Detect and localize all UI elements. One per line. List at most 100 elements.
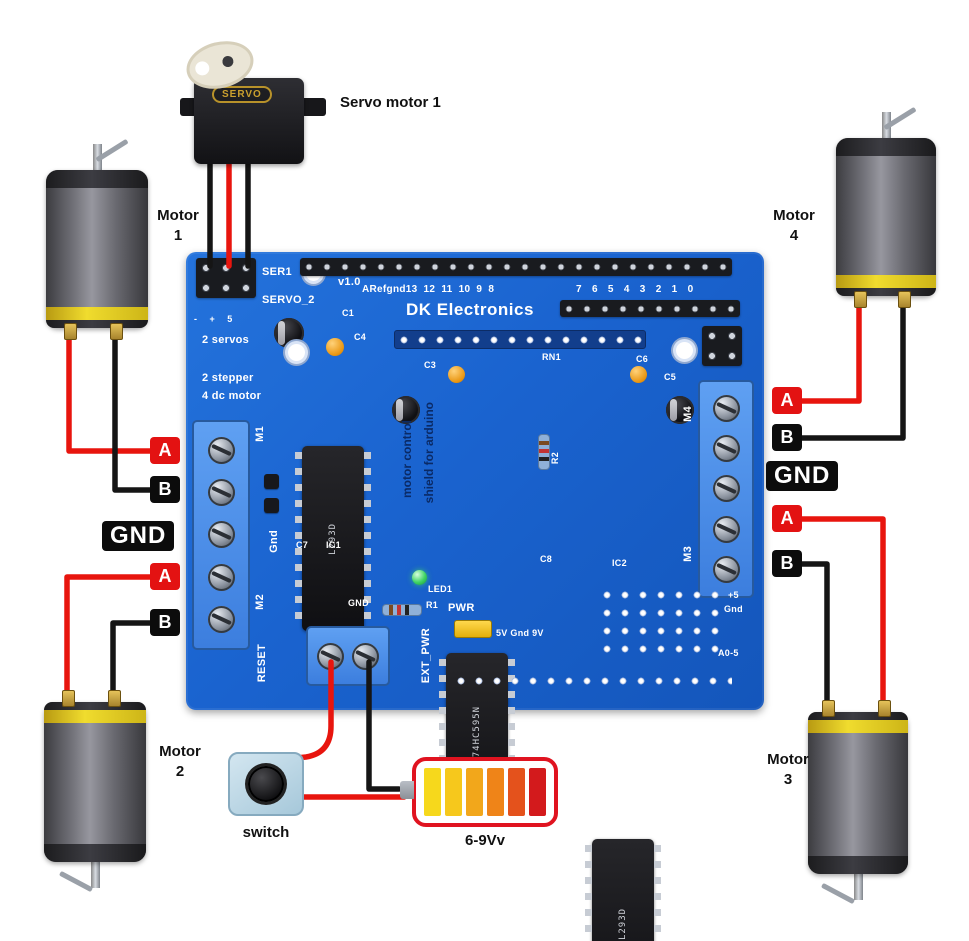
ic1-silk: IC1 [326,540,341,550]
battery-terminal-nub [400,781,414,799]
motor-3-top-cap [808,712,908,720]
motor-2-shaft [91,858,100,888]
pwr-silk: PWR [448,602,475,614]
motor-4-top-cap [836,138,936,156]
motor-2-yellow-band [44,710,146,723]
screw-m1-b [207,479,235,507]
motor-3-yellow-band [808,720,908,733]
motor-3-label: Motor 3 [758,750,818,791]
power-led [412,570,427,585]
motor-2-terminal-a [62,690,75,707]
corner-pin-header [702,326,742,366]
servo-pin-polarity: - + 5 [194,314,238,324]
motor-3-label-line1: Motor [767,751,809,768]
c3-silk: C3 [424,360,437,370]
screw-m2-b [207,605,235,633]
screw-m2-a [207,563,235,591]
analog-pins-silk: A0-5 [718,648,739,658]
c8-silk: C8 [540,554,553,564]
wire-motor1-black [112,331,169,493]
top-pin-header [300,258,732,276]
screw-gnd-left [207,521,235,549]
motor-1-body [46,170,148,328]
tag-motor3-a: A [772,505,802,532]
motor-4-body [836,138,936,296]
c4-silk: C4 [354,332,367,342]
motor-4-terminal-b [898,291,911,308]
r1-silk: R1 [426,600,439,610]
motor-3-terminal-b [878,700,891,717]
screw-m1-a [207,437,235,465]
tantalum-capacitor [448,366,465,383]
wire-motor4-black [787,297,906,441]
feature-servos: 2 servos [202,334,250,346]
secondary-pin-header [560,300,740,317]
battery [400,757,558,827]
motor-1-terminal-b [110,323,123,340]
motor-3-body [808,712,908,874]
c1-silk: C1 [342,308,355,318]
screw-m4-b [712,435,740,463]
motor-4-terminal-a [854,291,867,308]
push-switch-button [248,766,284,802]
digital-pin-labels-right: 7 6 5 4 3 2 1 0 [576,284,694,295]
motor-4-label-line2: 4 [789,227,799,245]
wire-motor3-black [787,561,830,710]
mounting-hole [676,342,693,359]
motor-2-label: Motor 2 [150,742,210,783]
tag-motor4-b: B [772,424,802,451]
smd-component [264,474,279,489]
gnd-pad-silk: Gnd [724,604,743,614]
gnd-silk: GND [348,598,369,608]
terminal-block-left [192,420,250,650]
power-select-jumper [454,620,492,638]
motor-4-yellow-band [836,275,936,288]
push-switch [228,752,304,816]
switch-label: switch [242,824,290,841]
motor-2-terminal-b [108,690,121,707]
capacitor-c1 [274,318,304,348]
motor-1-top-cap [46,170,148,188]
ser1-silk: SER1 [262,266,292,278]
screw-ext-pwr-minus [352,642,380,670]
servo-badge-label: SERVO [212,86,272,103]
servo-label: Servo motor 1 [340,94,441,111]
wire-motor4-red [787,297,862,404]
wire-motor2-red [64,574,169,700]
terminal-block-right [698,380,754,598]
motor-2-label-line2: 2 [175,763,185,781]
motor-2 [44,690,146,893]
tag-motor2-a: A [150,563,180,590]
motor-3-bottom-cap [808,856,908,874]
tag-motor1-b: B [150,476,180,503]
feature-stepper: 2 stepper [202,372,254,384]
wire-switch-red [265,659,334,764]
battery-bar-6 [529,768,546,816]
resistor-network-socket [394,330,646,349]
motor-3-shaft [854,870,863,900]
motor-1-terminal-a [64,323,77,340]
battery-bar-2 [445,768,462,816]
capacitor-c3 [392,396,420,424]
motor-2-body [44,702,146,862]
driver-ic-1: L293D [295,446,371,631]
smd-component [264,498,279,513]
c7-silk: C7 [296,540,309,550]
screw-gnd-right [712,475,740,503]
wire-motor2-black [110,620,169,700]
motor-3-label-line2: 3 [783,771,793,789]
rn1-silk: RN1 [542,352,561,362]
resistor-r1 [382,604,422,616]
motor-3 [808,700,908,905]
battery-label: 6-9Vv [464,832,506,849]
version-silk: v1.0 [338,276,361,288]
ext-pwr-terminal [306,626,390,686]
screw-m3-a [712,515,740,543]
motor-4-bottom-cap [836,288,936,296]
tag-motor4-a: A [772,387,802,414]
feature-dc-motor: 4 dc motor [202,390,262,402]
motor-1-yellow-band [46,307,148,320]
motor-1 [46,138,148,340]
